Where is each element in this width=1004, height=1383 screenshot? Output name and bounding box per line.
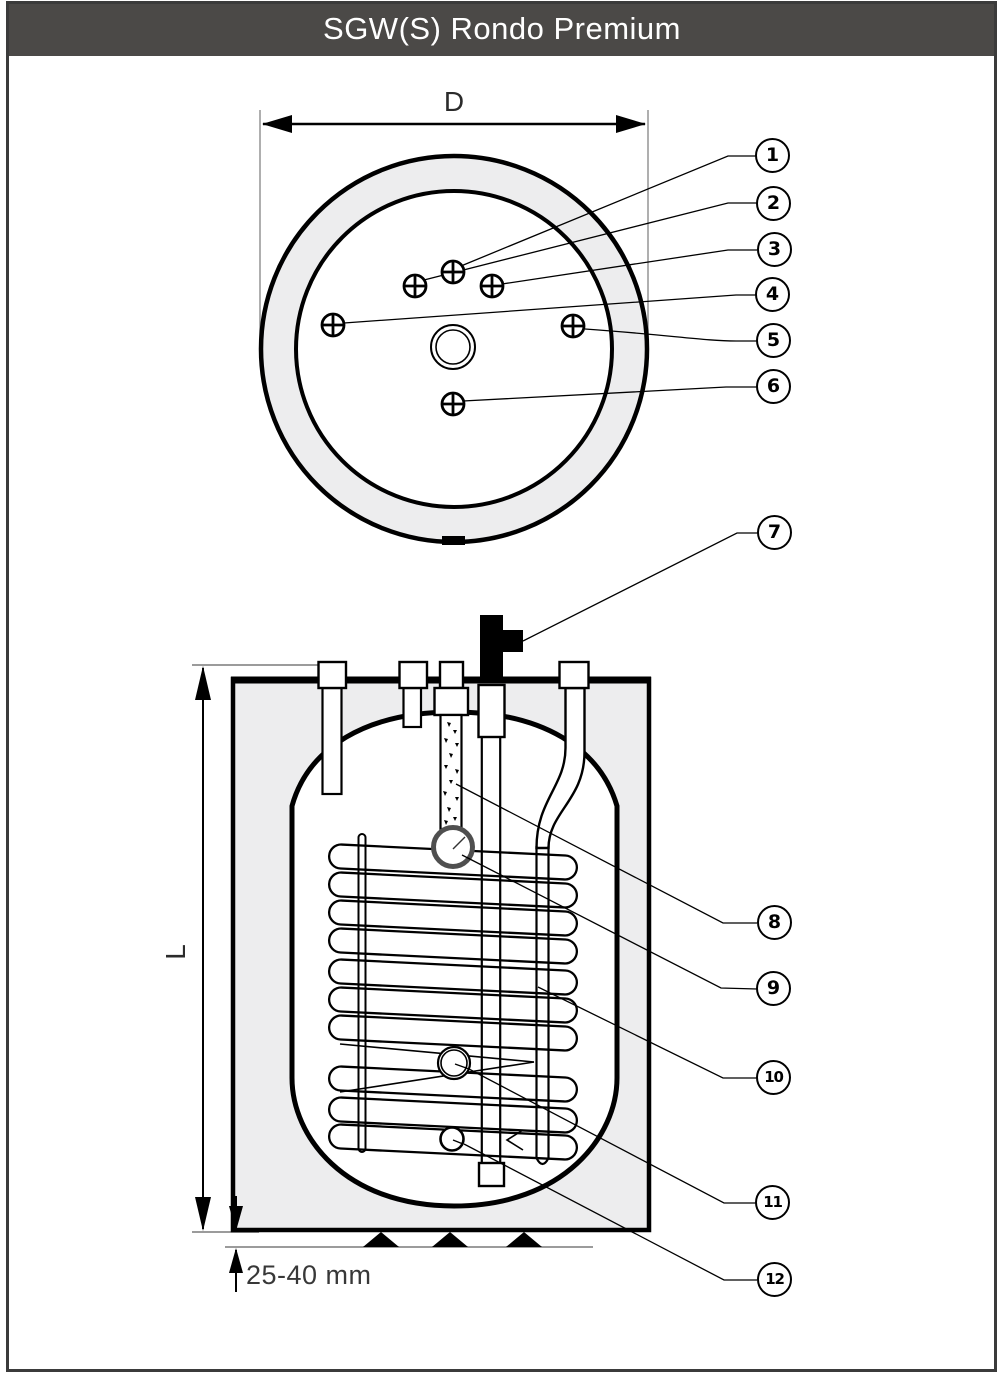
pipe-collar (438, 660, 465, 690)
clearance-label: 25-40 mm (246, 1260, 372, 1290)
connection-port-icon (440, 259, 466, 285)
callout-5: 5 (756, 323, 791, 358)
foot (363, 1232, 399, 1247)
top-pipe-stubs (317, 660, 590, 850)
heating-coil (327, 843, 579, 1161)
outlet-pipe-run (535, 846, 550, 1166)
inlet-pipe-run (477, 737, 506, 1188)
anode-rod (433, 686, 470, 831)
coil-tube (327, 899, 579, 937)
sensor-well-upper (431, 825, 475, 869)
foot (432, 1232, 468, 1247)
coil-tube (327, 986, 579, 1024)
sensor-well-lower (439, 1126, 465, 1152)
inlet-pipe-head (477, 683, 506, 739)
coil-tube (327, 871, 579, 909)
pipe-stub-body (402, 686, 423, 729)
callout-3: 3 (757, 232, 792, 267)
coil-tube (327, 1014, 579, 1052)
callout-6: 6 (756, 369, 791, 404)
callout-8: 8 (757, 905, 792, 940)
connection-ports (320, 259, 586, 417)
connection-port-icon (440, 391, 466, 417)
diameter-arrow (262, 115, 646, 133)
connection-port-icon (479, 273, 505, 299)
pipe-collar (398, 660, 429, 690)
connection-port-icon (560, 313, 586, 339)
callout-9: 9 (756, 971, 791, 1006)
callout-4: 4 (755, 277, 790, 312)
length-label: L (160, 944, 191, 960)
anode-speckles (443, 722, 459, 825)
connection-port-icon (402, 273, 428, 299)
callout-12: 12 (757, 1262, 792, 1297)
side-view (192, 532, 758, 1292)
coil-tube (327, 958, 579, 996)
callout-11: 11 (755, 1185, 790, 1220)
diameter-label: D (443, 86, 465, 117)
diameter-dimension (259, 110, 649, 352)
bottom-tab (442, 536, 465, 545)
length-dimension (195, 666, 211, 1231)
page-title: SGW(S) Rondo Premium (323, 11, 681, 46)
tank-inner-shell (294, 189, 614, 509)
foot (506, 1232, 542, 1247)
connection-port-icon (320, 312, 346, 338)
top-fitting (480, 615, 523, 677)
title-bar: SGW(S) Rondo Premium (7, 2, 997, 56)
top-view-leader-lines (343, 155, 757, 402)
pipe-collar (558, 660, 590, 690)
pipe-stub-body (321, 686, 343, 796)
sensor-well-middle (436, 1045, 472, 1081)
callout-7: 7 (757, 515, 792, 550)
callout-10: 10 (756, 1060, 791, 1095)
side-view-leader-lines (455, 532, 758, 1281)
coil-tube (327, 927, 579, 965)
pipe-collar (317, 660, 348, 690)
tie-rod (357, 833, 367, 1153)
top-view (258, 110, 757, 545)
callout-1: 1 (755, 138, 790, 173)
center-flange (430, 324, 476, 370)
tank-feet (363, 1232, 542, 1247)
callout-2: 2 (756, 186, 791, 221)
coil-transition-lines (339, 1043, 535, 1151)
clearance-dimension (229, 1196, 243, 1292)
